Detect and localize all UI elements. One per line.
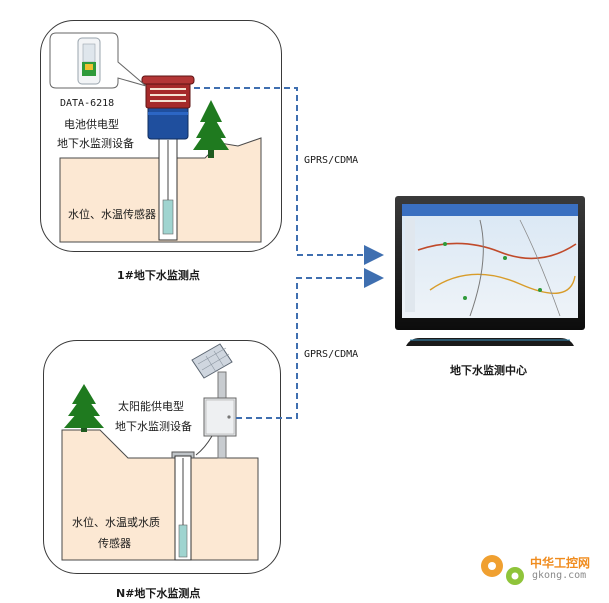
site1-tree bbox=[193, 100, 229, 158]
site2-sensor-line2: 传感器 bbox=[98, 537, 131, 550]
lower-link bbox=[236, 268, 384, 419]
site1-device bbox=[141, 75, 195, 140]
site1-well bbox=[158, 137, 178, 241]
site2-ground bbox=[61, 429, 259, 561]
logo-name: 中华工控网 bbox=[530, 556, 591, 570]
site2-device-name: 地下水监测设备 bbox=[115, 420, 192, 433]
site-logo: 中华工控网 gkong.com bbox=[478, 548, 603, 596]
site2-caption: N#地下水监测点 bbox=[116, 587, 201, 600]
site1-callout bbox=[49, 32, 147, 89]
upper-link-label: GPRS/CDMA bbox=[304, 155, 359, 166]
lower-link-label: GPRS/CDMA bbox=[304, 349, 359, 360]
site2-device-power: 太阳能供电型 bbox=[118, 400, 184, 413]
monitor-display bbox=[395, 196, 585, 346]
site1-device-power: 电池供电型 bbox=[64, 118, 119, 131]
site1-caption: 1#地下水监测点 bbox=[117, 269, 200, 282]
site1-device-model: DATA-6218 bbox=[60, 98, 115, 109]
upper-link bbox=[194, 87, 384, 265]
gear-icon bbox=[481, 555, 524, 585]
site2-solar-mast bbox=[191, 343, 237, 459]
site2-tree bbox=[64, 384, 104, 432]
center-caption: 地下水监测中心 bbox=[450, 364, 527, 377]
site1-sensor-label: 水位、水温传感器 bbox=[68, 208, 156, 221]
site2-well bbox=[171, 451, 195, 561]
logo-url: gkong.com bbox=[532, 570, 587, 581]
site1-device-name: 地下水监测设备 bbox=[57, 137, 134, 150]
site2-sensor-line1: 水位、水温或水质 bbox=[72, 516, 160, 529]
